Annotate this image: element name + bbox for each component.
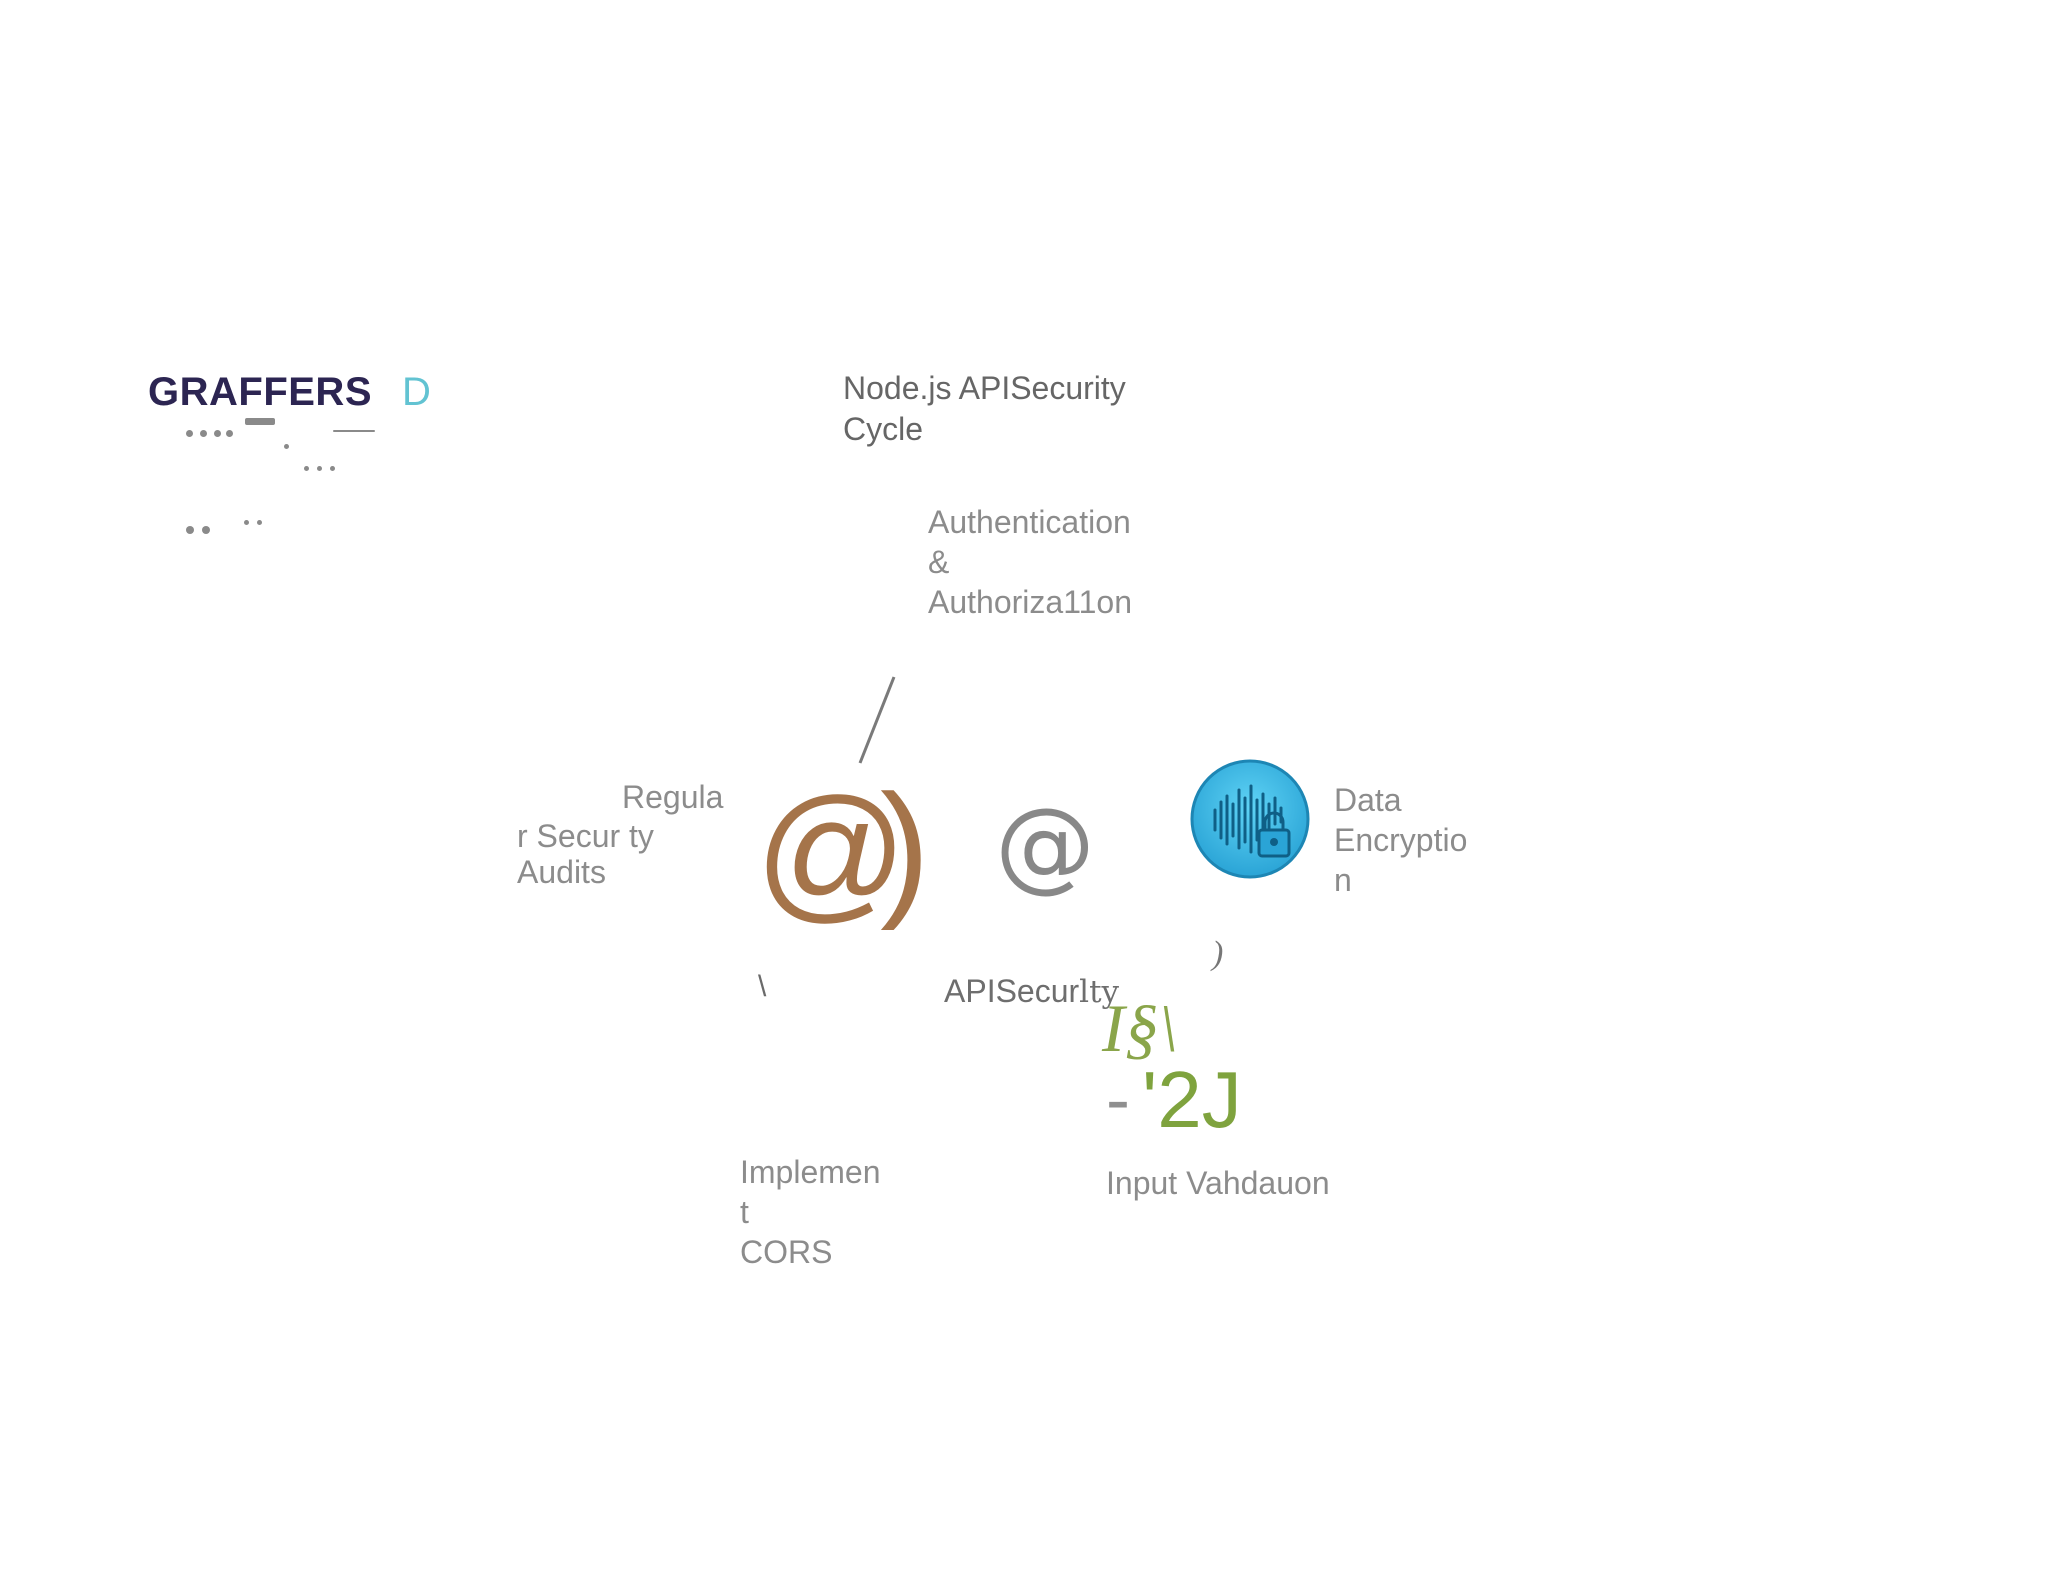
- logo-wordmark: GRAFFERS: [148, 370, 372, 414]
- center-label: APISecurlty: [944, 936, 1119, 1010]
- at-sign-icon: @: [755, 767, 908, 935]
- step-audits-line1: Regula: [622, 779, 724, 815]
- at-outline-icon: @: [995, 786, 1095, 903]
- step-audits-line3: Audits: [517, 854, 606, 890]
- step-encryption: Data Encryptio n: [1334, 782, 1468, 898]
- small-paren-glyph: ): [1212, 935, 1224, 972]
- paren-glyph: ): [880, 763, 930, 931]
- step-authentication: Authentication & Authoriza11on: [928, 504, 1132, 620]
- sound-wave-lock-icon: [1190, 759, 1310, 879]
- validation-icon-top: I§\: [1102, 990, 1178, 1066]
- logo-mark: D: [402, 370, 431, 414]
- step-validation: Input Vahdauon: [1106, 1165, 1330, 1201]
- validation-icon-dash: -: [1106, 1060, 1130, 1140]
- validation-icon-code: '2J: [1142, 1055, 1242, 1144]
- step-cors: Implemen t CORS: [740, 1154, 881, 1270]
- backslash-glyph: \: [758, 970, 767, 1003]
- center-label-prefix: APISecur: [944, 973, 1080, 1009]
- center-label-suffix: lty: [1079, 974, 1120, 1010]
- diagram-title: Node.js APISecurity Cycle: [843, 370, 1126, 447]
- connector-line: [858, 676, 896, 764]
- step-audits-line2: r Secur ty: [517, 818, 654, 854]
